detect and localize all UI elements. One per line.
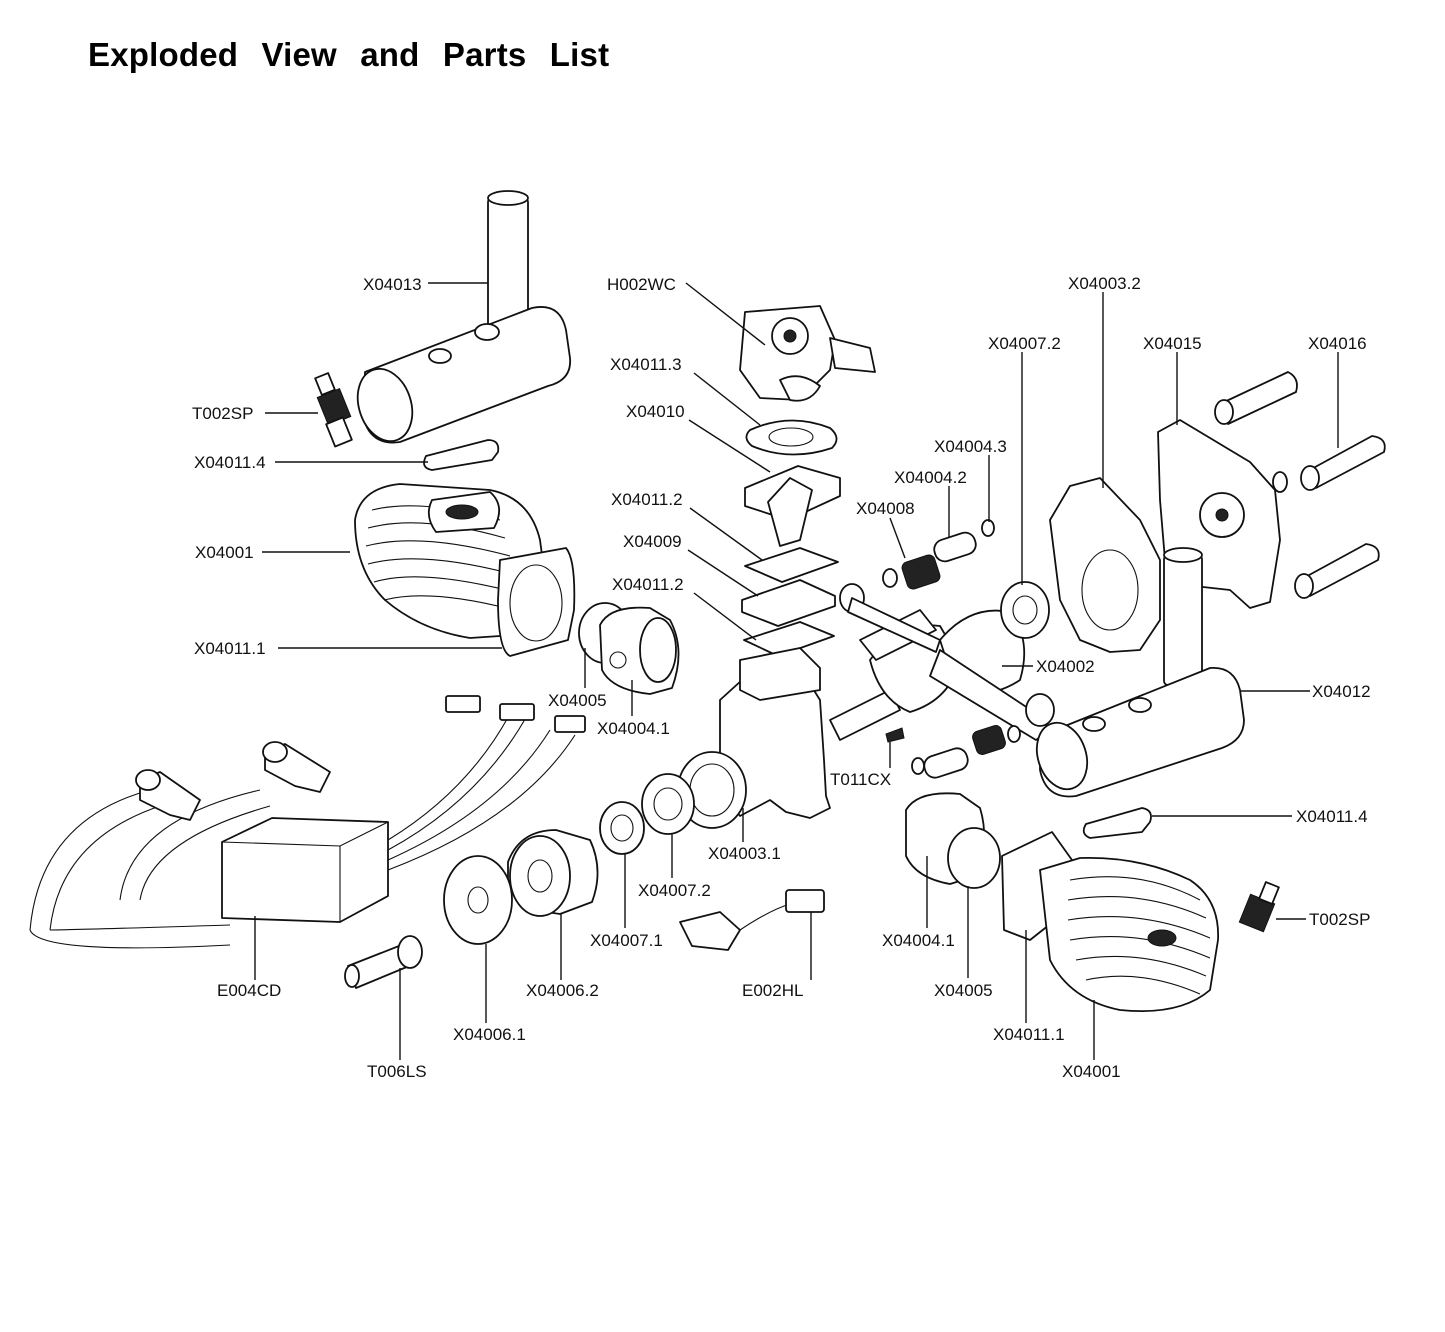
label-x04012: X04012 — [1312, 682, 1371, 701]
label-x04007-1: X04007.1 — [590, 931, 663, 950]
crankcase-front — [677, 647, 831, 829]
ignition-module — [29, 695, 586, 949]
wrist-pin-assembly-bottom — [911, 725, 1021, 779]
piston-right — [905, 792, 1001, 889]
exhaust-gasket-left — [423, 439, 500, 471]
hall-sensor — [679, 889, 825, 951]
prop-hub — [507, 829, 599, 917]
label-x04003-2: X04003.2 — [1068, 274, 1141, 293]
label-t002sp-right: T002SP — [1309, 910, 1370, 929]
label-e004cd: E004CD — [217, 981, 281, 1000]
ball-bearing-front — [599, 801, 645, 855]
base-gasket-left — [497, 547, 576, 657]
part-labels: X04013 H002WC X04003.2 X04007.2 X04015 X… — [192, 274, 1371, 1081]
label-t011cx: T011CX — [830, 770, 891, 789]
label-x04006-1: X04006.1 — [453, 1025, 526, 1044]
label-x04004-1-left: X04004.1 — [597, 719, 670, 738]
label-t002sp-left: T002SP — [192, 404, 253, 423]
label-x04006-2: X04006.2 — [526, 981, 599, 1000]
label-x04011-2-top: X04011.2 — [611, 490, 683, 509]
label-x04003-1: X04003.1 — [708, 844, 781, 863]
label-x04015: X04015 — [1143, 334, 1202, 353]
spark-plug-right — [1238, 881, 1280, 933]
label-x04013: X04013 — [363, 275, 422, 294]
muffler-right — [1035, 547, 1245, 798]
wrist-pin-top — [933, 531, 977, 563]
prop-washer — [443, 855, 513, 945]
leader-lines — [254, 282, 1339, 1060]
cylinder-right — [1039, 856, 1219, 1013]
crankcase-rear — [1049, 477, 1161, 653]
spark-plug-left — [314, 372, 353, 448]
standoffs — [1214, 371, 1386, 599]
piston-left — [599, 606, 680, 695]
label-x04011-1-left: X04011.1 — [194, 639, 266, 658]
label-x04002: X04002 — [1036, 657, 1095, 676]
wrist-pin-clip-top — [981, 519, 995, 537]
page-title: Exploded View and Parts List — [88, 36, 610, 73]
reed-gasket-top — [744, 547, 839, 583]
muffler-left — [356, 190, 571, 444]
label-x04016: X04016 — [1308, 334, 1367, 353]
reed-plate — [741, 579, 836, 627]
label-t006ls: T006LS — [367, 1062, 427, 1081]
label-x04004-1-right: X04004.1 — [882, 931, 955, 950]
exhaust-gasket-right — [1082, 807, 1152, 839]
label-x04005-right: X04005 — [934, 981, 993, 1000]
needle-bearing-top — [882, 554, 941, 590]
label-x04010: X04010 — [626, 402, 685, 421]
label-e002hl: E002HL — [742, 981, 803, 1000]
label-x04004-3: X04004.3 — [934, 437, 1007, 456]
label-x04009: X04009 — [623, 532, 682, 551]
crank-key — [885, 727, 905, 743]
carb-gasket — [745, 419, 838, 456]
label-x04005-left: X04005 — [548, 691, 607, 710]
label-x04007-2-top: X04007.2 — [988, 334, 1061, 353]
label-x04011-4-right: X04011.4 — [1296, 807, 1368, 826]
label-x04001-right: X04001 — [1062, 1062, 1121, 1081]
label-x04011-3: X04011.3 — [610, 355, 682, 374]
main-bearing-top — [1000, 581, 1050, 639]
main-bearing-bottom — [641, 773, 695, 835]
label-x04011-4-left: X04011.4 — [194, 453, 266, 472]
label-x04011-1-right: X04011.1 — [993, 1025, 1065, 1044]
label-x04011-2-bottom: X04011.2 — [612, 575, 684, 594]
prop-bolt — [344, 935, 423, 989]
carburetor — [739, 305, 876, 402]
reed-gasket-bottom — [743, 621, 835, 657]
label-x04004-2: X04004.2 — [894, 468, 967, 487]
label-h002wc: H002WC — [607, 275, 676, 294]
label-x04001-left: X04001 — [195, 543, 254, 562]
reed-block — [744, 465, 841, 547]
crankshaft — [829, 583, 1055, 741]
label-x04008: X04008 — [856, 499, 915, 518]
label-x04007-2-bottom: X04007.2 — [638, 881, 711, 900]
